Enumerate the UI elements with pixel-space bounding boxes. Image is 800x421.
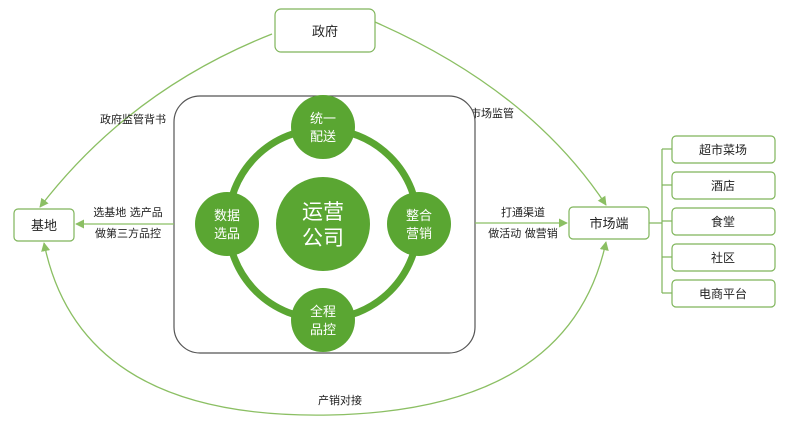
base-action-line2: 做第三方品控 — [95, 226, 161, 240]
base-action-line1: 选基地 选产品 — [93, 205, 163, 219]
arrow-production-sales — [41, 241, 609, 416]
channel-ecommerce: 电商平台 — [671, 279, 776, 308]
bottom-line2: 品控 — [310, 323, 336, 338]
top-line1: 统一 — [310, 112, 336, 127]
left-line1: 数据 — [214, 209, 240, 224]
channel-label: 社区 — [711, 250, 735, 265]
right-line2: 营销 — [406, 227, 432, 242]
channel-label: 超市菜场 — [699, 142, 747, 157]
market-action-line2: 做活动 做营销 — [488, 226, 558, 240]
government-node: 政府 — [274, 8, 376, 53]
channel-label: 电商平台 — [699, 286, 747, 301]
arrow-gov-to-market — [374, 21, 607, 206]
market-supervise-label: 市场监管 — [470, 106, 514, 120]
channel-label: 食堂 — [711, 214, 735, 229]
channel-community: 社区 — [671, 243, 776, 272]
production-sales-label: 产销对接 — [318, 393, 362, 407]
left-circle: 数据 选品 — [195, 192, 259, 256]
left-line2: 选品 — [214, 227, 240, 242]
market-label: 市场端 — [589, 216, 628, 232]
bottom-circle: 全程 品控 — [291, 288, 355, 352]
government-label: 政府 — [312, 25, 338, 40]
top-line2: 配送 — [310, 130, 336, 145]
gov-endorse-label: 政府监管背书 — [100, 112, 166, 126]
arrow-gov-to-base — [39, 33, 273, 208]
channel-canteen: 食堂 — [671, 207, 776, 236]
top-circle: 统一 配送 — [291, 95, 355, 159]
channel-label: 酒店 — [711, 179, 735, 193]
right-circle: 整合 营销 — [387, 192, 451, 256]
market-node: 市场端 — [568, 206, 650, 240]
base-node: 基地 — [13, 208, 75, 242]
center-circle: 运营 公司 — [276, 177, 370, 271]
center-line1: 运营 — [302, 200, 344, 224]
bottom-line1: 全程 — [310, 304, 336, 320]
channel-supermarket: 超市菜场 — [671, 135, 776, 164]
base-label: 基地 — [31, 219, 57, 234]
market-action-line1: 打通渠道 — [501, 205, 545, 219]
channel-hotel: 酒店 — [671, 171, 776, 200]
channel-bracket — [649, 148, 672, 294]
right-line1: 整合 — [406, 209, 432, 224]
center-line2: 公司 — [302, 226, 344, 250]
